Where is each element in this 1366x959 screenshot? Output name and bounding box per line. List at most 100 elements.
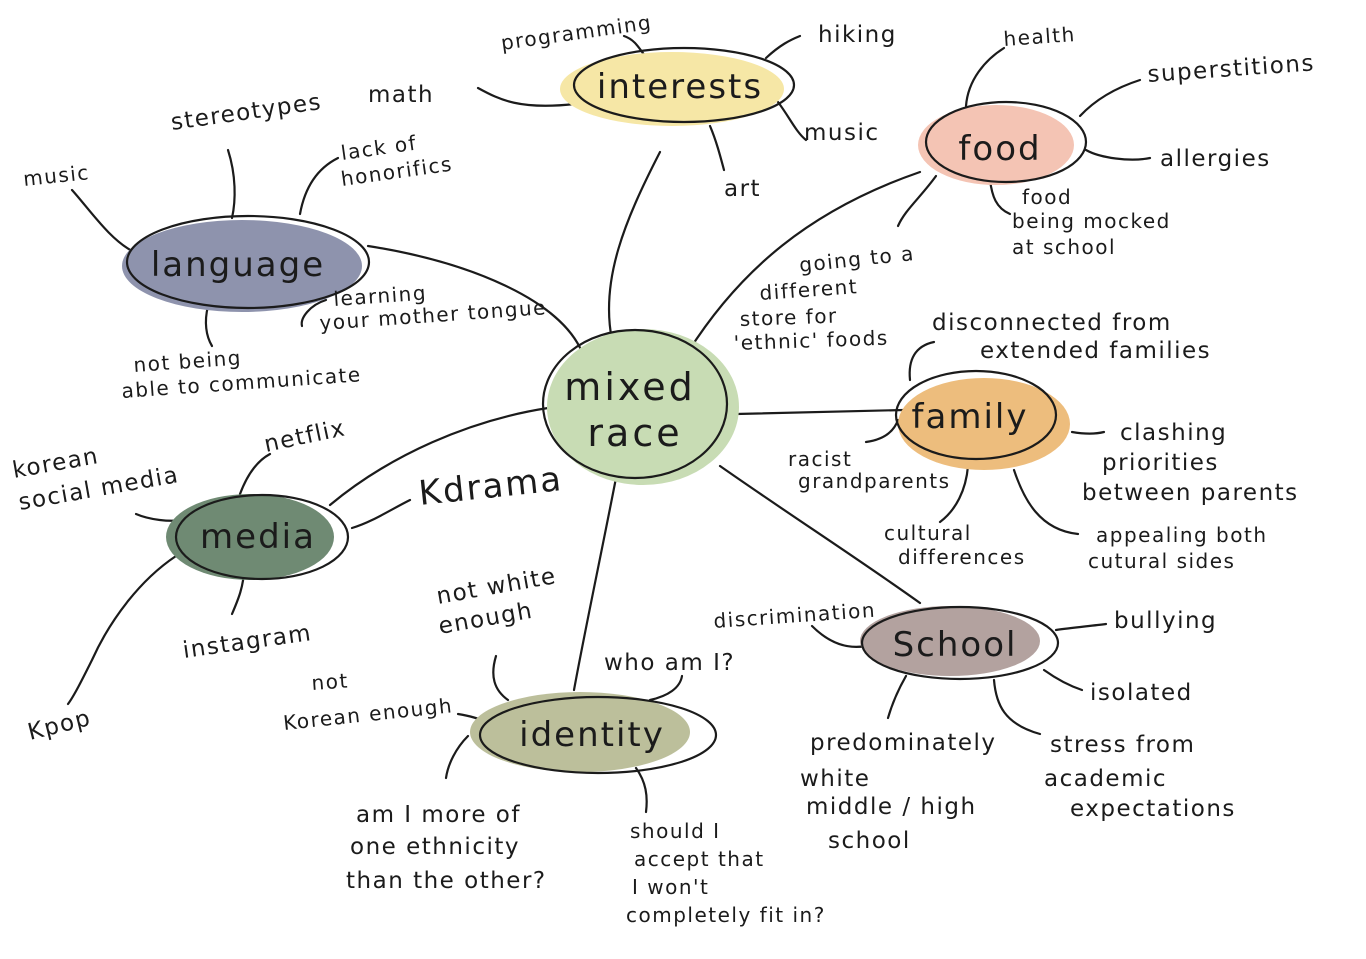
food-outline <box>924 100 1088 184</box>
connector-hiking <box>764 34 802 60</box>
school-fill <box>860 606 1040 676</box>
connector-hub-interests <box>607 150 662 342</box>
connector-netflix <box>238 452 272 496</box>
leaves-food: health superstitions allergies food bein… <box>733 22 1315 355</box>
leaf-not-korean-1: not <box>311 668 350 695</box>
leaf-accept-4: completely fit in? <box>626 903 826 927</box>
media-label: media <box>200 517 316 557</box>
connector-allergies <box>1084 148 1152 161</box>
family-fill <box>898 378 1070 470</box>
connector-who-am-i <box>648 674 684 702</box>
connector-superstitions <box>1078 78 1142 118</box>
leaf-stress-1: stress from <box>1050 732 1195 758</box>
leaf-cultural-1: cultural <box>884 521 972 545</box>
leaf-discrimination: discrimination <box>713 598 877 633</box>
connector-math <box>476 86 577 107</box>
leaf-art: art <box>724 176 761 202</box>
connector-interests-music <box>776 100 808 142</box>
node-language: language <box>122 214 371 312</box>
leaf-stress-3: expectations <box>1070 796 1236 822</box>
leaf-accept-1: should I <box>630 819 721 843</box>
leaf-disconnected-2: extended families <box>980 338 1211 364</box>
connector-disconnected <box>908 340 936 382</box>
leaf-predominately-2: white <box>800 766 870 792</box>
identity-fill <box>470 692 690 772</box>
leaf-superstitions: superstitions <box>1147 50 1316 88</box>
identity-outline <box>478 695 718 775</box>
leaf-disconnected-1: disconnected from <box>932 310 1172 336</box>
leaf-interests-music: music <box>804 120 880 146</box>
school-outline <box>860 605 1060 681</box>
connector-hub-media <box>328 406 550 507</box>
connector-hub-family <box>734 408 906 416</box>
connector-mocked <box>988 178 1012 216</box>
connector-lines <box>66 34 1152 814</box>
connector-communicate <box>204 304 214 348</box>
leaf-ethnic-store-3: store for <box>739 304 838 331</box>
leaf-predominately-1: predominately <box>810 730 997 756</box>
leaf-appealing-1: appealing both <box>1096 523 1268 547</box>
leaf-clashing-3: between parents <box>1082 480 1299 506</box>
connector-racist <box>864 418 900 444</box>
leaf-who-am-i: who am I? <box>604 650 735 676</box>
leaves-school: discrimination bullying isolated predomi… <box>713 598 1236 854</box>
hub-label-line2: race <box>587 411 682 455</box>
connector-discrimination <box>810 624 868 648</box>
connector-predominately <box>886 674 908 720</box>
leaf-racist-2: grandparents <box>798 469 951 493</box>
connector-clashing <box>1070 430 1106 435</box>
identity-label: identity <box>519 715 665 755</box>
hub-fill <box>547 329 739 485</box>
leaf-mocked-2: being mocked <box>1012 209 1171 233</box>
connector-language-music <box>70 188 136 254</box>
connector-not-white <box>492 654 510 702</box>
interests-fill <box>560 52 784 126</box>
leaf-language-music: music <box>22 160 91 191</box>
leaf-kdrama: Kdrama <box>417 459 565 514</box>
family-label: family <box>912 397 1029 437</box>
leaf-accept-2: accept that <box>634 847 765 871</box>
media-fill <box>166 494 334 580</box>
leaf-hiking: hiking <box>818 22 897 48</box>
leaf-ethnic-store-1: going to a <box>798 241 916 277</box>
connector-hub-language <box>366 244 584 354</box>
leaf-bullying: bullying <box>1114 608 1217 634</box>
leaf-ethnic-store-4: 'ethnic' foods <box>733 326 889 355</box>
node-identity: identity <box>470 692 718 775</box>
leaf-more-of-one-3: than the other? <box>346 868 547 894</box>
leaf-racist-1: racist <box>788 447 852 471</box>
connector-kdrama <box>350 498 412 530</box>
leaf-mocked-1: food <box>1022 185 1072 209</box>
leaves-family: disconnected from extended families raci… <box>788 310 1299 573</box>
connector-appealing <box>1012 468 1080 536</box>
hub-label-line1: mixed <box>564 365 695 409</box>
connector-kpop <box>66 554 178 706</box>
connector-stress <box>992 678 1042 736</box>
connector-accept <box>634 766 648 814</box>
connector-ethnic-store <box>896 174 938 228</box>
leaf-programming: programming <box>499 10 653 55</box>
node-family: family <box>894 369 1070 470</box>
food-fill <box>918 105 1074 185</box>
leaf-predominately-3: middle / high <box>806 794 977 820</box>
leaf-clashing-1: clashing <box>1120 420 1227 446</box>
connector-more-of-one <box>444 734 470 780</box>
leaf-not-korean-2: Korean enough <box>282 693 454 735</box>
leaf-health: health <box>1003 22 1077 51</box>
language-outline <box>125 214 371 310</box>
leaf-cultural-2: differences <box>898 545 1026 569</box>
leaf-ethnic-store-2: different <box>759 274 859 305</box>
connector-cultural <box>938 464 970 524</box>
connector-stereotypes <box>226 148 236 220</box>
connector-bullying <box>1054 622 1108 632</box>
leaf-more-of-one-2: one ethnicity <box>350 834 520 860</box>
connector-hub-school <box>718 464 922 605</box>
leaf-accept-3: I won't <box>632 875 709 899</box>
hub-outline <box>541 328 729 480</box>
leaf-instagram: instagram <box>181 620 313 664</box>
hub-node: mixed race <box>541 328 739 485</box>
connector-mother-tongue <box>300 298 328 328</box>
connector-hub-identity <box>572 476 618 692</box>
